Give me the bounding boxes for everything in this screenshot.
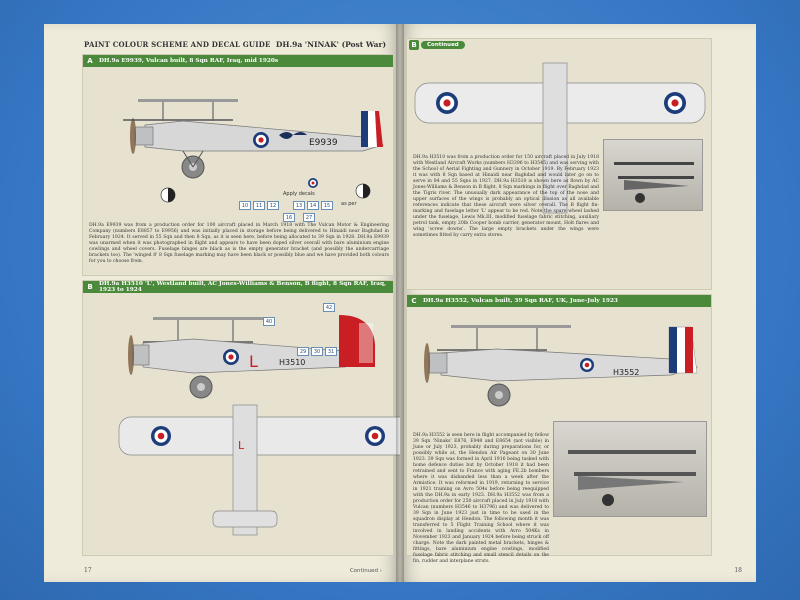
historical-photo-c	[553, 421, 707, 517]
svg-text:L: L	[238, 439, 245, 452]
photo-b-illustration	[614, 162, 694, 203]
photo-c-illustration	[568, 450, 696, 506]
section-b-cont-description: DH.9a H3510 was from a production order …	[413, 155, 599, 238]
decal-callout: 27	[303, 213, 315, 222]
decal-callout: 16	[283, 213, 295, 222]
decal-callout: 13	[293, 201, 305, 210]
aircraft-b-code: L	[249, 352, 258, 371]
section-b-cont-badge: B	[409, 40, 419, 50]
section-b-cont-label: B Continued	[407, 39, 711, 53]
aircraft-b-plan-view: L	[118, 404, 400, 536]
continued-pill: Continued	[421, 41, 465, 49]
decal-callout: 31	[325, 347, 337, 356]
section-b-label: B DH.9a H3510 'L', Westland built, AC Jo…	[83, 281, 393, 293]
left-page: PAINT COLOUR SCHEME AND DECAL GUIDE DH.9…	[44, 24, 400, 582]
decal-callout: 11	[253, 201, 265, 210]
section-c-badge: C	[409, 296, 419, 306]
page-number-right: 18	[734, 567, 742, 574]
section-c-label: C DH.9a H3552, Vulcan built, 39 Sqn RAF,…	[407, 295, 711, 307]
section-a-description: DH.9a E9939 was from a production order …	[89, 223, 389, 264]
aircraft-c-serial: H3552	[613, 368, 639, 377]
section-c-description: DH.9a H3552 is seen here in flight accom…	[413, 433, 549, 564]
decal-callout: 29	[297, 347, 309, 356]
aircraft-c-profile: H3552	[424, 325, 699, 407]
apply-decals-a: Apply decals	[283, 191, 315, 197]
booklet-spine	[396, 24, 404, 582]
section-a-panel: A DH.9a E9939, Vulcan built, 8 Sqn RAF, …	[82, 54, 394, 276]
section-b-panel: B DH.9a H3510 'L', Westland built, AC Jo…	[82, 280, 400, 556]
section-c-title: DH.9a H3552, Vulcan built, 39 Sqn RAF, U…	[423, 298, 618, 304]
section-c-panel: C DH.9a H3552, Vulcan built, 39 Sqn RAF,…	[406, 294, 712, 564]
decal-callout: 14	[307, 201, 319, 210]
aircraft-b-underside	[414, 62, 706, 214]
section-a-badge: A	[85, 56, 95, 66]
decal-callout: 30	[311, 347, 323, 356]
section-a-label: A DH.9a E9939, Vulcan built, 8 Sqn RAF, …	[83, 55, 393, 67]
section-a-title: DH.9a E9939, Vulcan built, 8 Sqn RAF, Ir…	[99, 58, 279, 64]
historical-photo-b	[603, 139, 703, 211]
decal-callout: 10	[239, 201, 251, 210]
section-b-title: DH.9a H3510 'L', Westland built, AC Jone…	[99, 281, 387, 293]
decal-callout: 40	[263, 317, 275, 326]
section-b-badge: B	[85, 282, 95, 292]
continued-link: Continued ›	[349, 568, 382, 574]
page-header-right: DH.9a 'NINAK' (Post War)	[275, 40, 386, 49]
right-page: B Continued DH.9a H3510 was from a produ…	[400, 24, 756, 582]
open-booklet: PAINT COLOUR SCHEME AND DECAL GUIDE DH.9…	[44, 24, 756, 582]
decal-callout: 12	[267, 201, 279, 210]
aircraft-b-profile: L H3510	[128, 315, 375, 399]
decal-callout: 42	[323, 303, 335, 312]
aircraft-a-serial: E9939	[309, 138, 338, 148]
page-number-left: 17	[84, 567, 92, 574]
decal-callout: 15	[321, 201, 333, 210]
section-b-cont-panel: B Continued DH.9a H3510 was from a produ…	[406, 38, 712, 290]
decal-callouts-a	[160, 178, 371, 203]
as-per-a: as per	[341, 201, 357, 207]
page-header-left: PAINT COLOUR SCHEME AND DECAL GUIDE	[84, 40, 271, 49]
aircraft-b-serial: H3510	[279, 358, 305, 367]
aircraft-a-profile: E9939	[123, 99, 385, 179]
